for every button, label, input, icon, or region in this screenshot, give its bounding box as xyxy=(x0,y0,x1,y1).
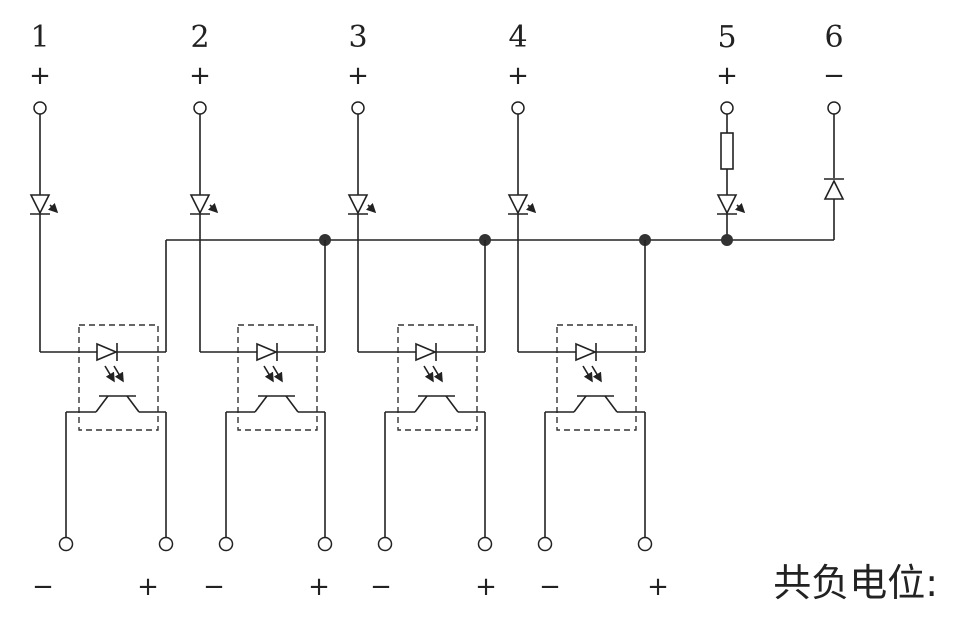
channel-number-5: 5 xyxy=(717,20,736,55)
channel-number-1: 1 xyxy=(30,20,49,55)
bottom-terminals xyxy=(58,536,653,552)
channel-5-led xyxy=(716,194,738,215)
top-terminal-5 xyxy=(720,101,734,115)
output-2-plus-label: + xyxy=(308,572,330,602)
output-3-minus-label: − xyxy=(370,572,392,602)
indicator-led-3 xyxy=(347,114,377,352)
output-terminal-1-plus xyxy=(158,536,174,552)
channel-sign-3: + xyxy=(347,61,369,91)
channel-sign-2: + xyxy=(189,61,211,91)
top-terminal-6 xyxy=(827,101,841,115)
output-terminal-3-plus xyxy=(477,536,493,552)
optocoupler-1 xyxy=(40,324,167,538)
channel-sign-4: + xyxy=(507,61,529,91)
indicator-leds xyxy=(29,114,537,352)
caption: 共负电位: xyxy=(773,561,938,605)
indicator-led-1 xyxy=(29,114,59,352)
channel-sign-6: − xyxy=(823,61,845,91)
top-terminal-2 xyxy=(193,101,207,115)
indicator-led-4 xyxy=(507,114,537,352)
output-terminal-2-plus xyxy=(317,536,333,552)
channel-sign-1: + xyxy=(29,61,51,91)
top-terminal-3 xyxy=(351,101,365,115)
optocoupler-4 xyxy=(518,324,646,538)
resistor xyxy=(720,132,734,170)
channel-number-3: 3 xyxy=(348,20,367,55)
channel-number-4: 4 xyxy=(508,20,527,55)
top-terminal-1 xyxy=(33,101,47,115)
bus-junction-4 xyxy=(721,234,733,246)
channel-sign-5: + xyxy=(716,61,738,91)
channel-5-branch xyxy=(716,114,746,240)
output-terminal-4-plus xyxy=(637,536,653,552)
protection-diode xyxy=(823,179,845,200)
output-polarity-labels: − + − + − + − + xyxy=(32,572,669,602)
channel-6-branch xyxy=(823,114,845,240)
output-2-minus-label: − xyxy=(203,572,225,602)
channel-number-2: 2 xyxy=(190,20,209,55)
channel-labels: 1 2 3 4 5 6 + + + + + − xyxy=(29,20,845,91)
optocoupler-2 xyxy=(200,324,326,538)
output-4-plus-label: + xyxy=(647,572,669,602)
output-terminal-2-minus xyxy=(218,536,234,552)
output-1-minus-label: − xyxy=(32,572,54,602)
common-bus xyxy=(165,234,834,352)
output-terminal-3-minus xyxy=(377,536,393,552)
indicator-led-2 xyxy=(189,114,219,352)
top-terminal-4 xyxy=(511,101,525,115)
output-terminal-1-minus xyxy=(58,536,74,552)
output-3-plus-label: + xyxy=(475,572,497,602)
channel-number-6: 6 xyxy=(824,20,843,55)
output-4-minus-label: − xyxy=(539,572,561,602)
output-1-plus-label: + xyxy=(137,572,159,602)
top-terminals xyxy=(33,101,841,115)
output-terminal-4-minus xyxy=(537,536,553,552)
optocoupler-3 xyxy=(358,324,486,538)
